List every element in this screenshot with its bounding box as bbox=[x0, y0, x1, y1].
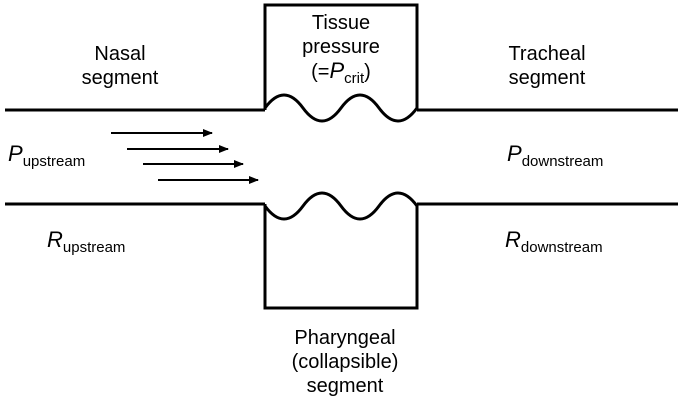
tracheal-segment-label: Tracheal segment bbox=[482, 42, 612, 90]
nasal-segment-label: Nasal segment bbox=[60, 42, 180, 90]
p-upstream-label: Pupstream bbox=[8, 142, 85, 174]
nasal-label-line1: Nasal bbox=[94, 43, 146, 65]
tissue-eq-prefix: (= bbox=[311, 61, 330, 83]
pharyngeal-segment-label: Pharyngeal (collapsible) segment bbox=[270, 326, 420, 398]
r-downstream-sub: downstream bbox=[520, 239, 603, 256]
r-downstream-label: Rdownstream bbox=[505, 228, 603, 260]
tracheal-label-line2: segment bbox=[508, 67, 586, 89]
tissue-label-line1: Tissue bbox=[311, 12, 371, 34]
p-upstream-sub: upstream bbox=[22, 153, 86, 170]
p-downstream-label: Pdownstream bbox=[507, 142, 603, 174]
pharyngeal-chamber bbox=[263, 204, 419, 310]
tissue-eq-suffix: ) bbox=[364, 61, 371, 83]
tissue-label-line2: pressure bbox=[302, 36, 380, 58]
lower-collapsible-wall bbox=[263, 191, 419, 221]
r-upstream-sub: upstream bbox=[62, 239, 126, 256]
pharyngeal-label-line2: (collapsible) bbox=[291, 351, 399, 373]
tracheal-label-line1: Tracheal bbox=[508, 43, 586, 65]
tissue-label-line3: (=Pcrit) bbox=[271, 59, 411, 91]
tissue-eq-symbol: P bbox=[329, 58, 345, 83]
pharyngeal-label-line1: Pharyngeal bbox=[294, 327, 396, 349]
tissue-pressure-chamber bbox=[263, 3, 419, 110]
upper-collapsible-wall bbox=[263, 93, 419, 123]
nasal-label-line2: segment bbox=[81, 67, 159, 89]
r-upstream-symbol: R bbox=[47, 227, 63, 252]
r-upstream-label: Rupstream bbox=[47, 228, 125, 260]
pharyngeal-label-line3: segment bbox=[306, 375, 384, 397]
p-downstream-sub: downstream bbox=[521, 153, 604, 170]
tissue-pressure-label: Tissue pressure (=Pcrit) bbox=[271, 11, 411, 91]
p-downstream-symbol: P bbox=[507, 141, 522, 166]
p-upstream-symbol: P bbox=[8, 141, 23, 166]
tissue-eq-sub: crit bbox=[344, 70, 365, 87]
r-downstream-symbol: R bbox=[505, 227, 521, 252]
